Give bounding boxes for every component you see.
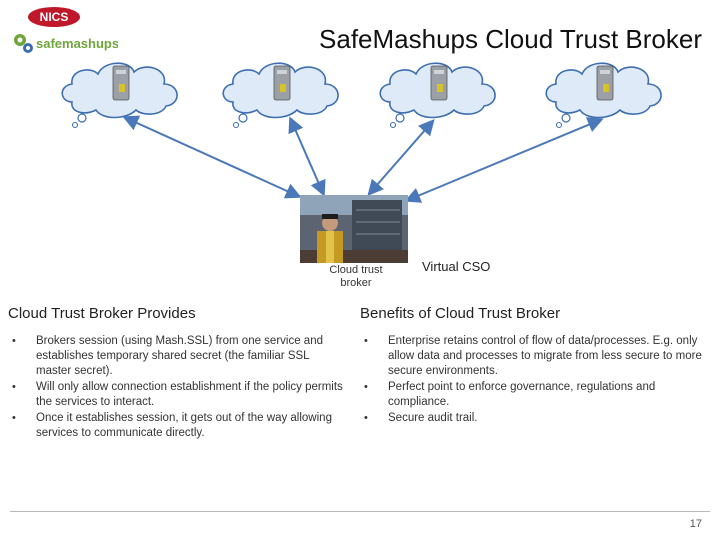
bullet-icon: • xyxy=(364,381,368,393)
bullet-text: Enterprise retains control of flow of da… xyxy=(388,335,702,377)
bullet-text: Secure audit trail. xyxy=(388,412,478,424)
page-title: SafeMashups Cloud Trust Broker xyxy=(319,24,702,54)
nics-logo-text: NICS xyxy=(40,10,69,24)
trust-broker-photo xyxy=(300,195,408,263)
left-column: Cloud Trust Broker Provides • Brokers ses… xyxy=(8,305,346,442)
bullet-icon: • xyxy=(12,412,16,424)
virtual-cso-label: Virtual CSO xyxy=(422,259,491,274)
right-heading: Benefits of Cloud Trust Broker xyxy=(360,305,561,322)
connection-arrow xyxy=(404,117,604,203)
connection-arrow xyxy=(122,115,302,199)
connection-arrow xyxy=(288,116,326,197)
bullet-icon: • xyxy=(12,335,16,347)
list-item: • Once it establishes session, it gets ou… xyxy=(8,411,346,441)
cloud-1 xyxy=(61,62,178,129)
cloud-2 xyxy=(222,62,339,129)
cloud-broker-diagram xyxy=(61,62,662,263)
list-item: • Enterprise retains control of flow of d… xyxy=(360,334,708,379)
cloud-3 xyxy=(379,62,496,129)
bullet-icon: • xyxy=(364,335,368,347)
cloud-4 xyxy=(545,62,662,129)
page-number: 17 xyxy=(689,518,702,530)
left-bullet-list: • Brokers session (using Mash.SSL) from o… xyxy=(8,334,346,441)
right-bullet-list: • Enterprise retains control of flow of d… xyxy=(360,334,708,426)
bullet-text: Perfect point to enforce governance, reg… xyxy=(388,381,656,408)
list-item: • Perfect point to enforce governance, re… xyxy=(360,380,708,410)
bullet-text: Will only allow connection establishment… xyxy=(36,381,343,408)
connection-arrow xyxy=(367,118,435,197)
bullet-text: Brokers session (using Mash.SSL) from on… xyxy=(36,335,323,377)
bullet-icon: • xyxy=(364,412,368,424)
bullet-text: Once it establishes session, it gets out… xyxy=(36,412,332,439)
safemashups-logo: NICS safemashups xyxy=(14,7,118,53)
footer-divider xyxy=(10,511,710,512)
photo-caption: Cloud trust broker xyxy=(329,264,383,289)
list-item: • Secure audit trail. xyxy=(360,411,708,426)
nics-badge xyxy=(28,7,80,27)
list-item: • Will only allow connection establishmen… xyxy=(8,380,346,410)
safemashups-logo-text: safemashups xyxy=(36,36,118,51)
bullet-icon: • xyxy=(12,381,16,393)
list-item: • Brokers session (using Mash.SSL) from o… xyxy=(8,334,346,379)
right-column: Benefits of Cloud Trust Broker • Enterpri… xyxy=(360,305,708,427)
left-heading: Cloud Trust Broker Provides xyxy=(8,305,196,322)
